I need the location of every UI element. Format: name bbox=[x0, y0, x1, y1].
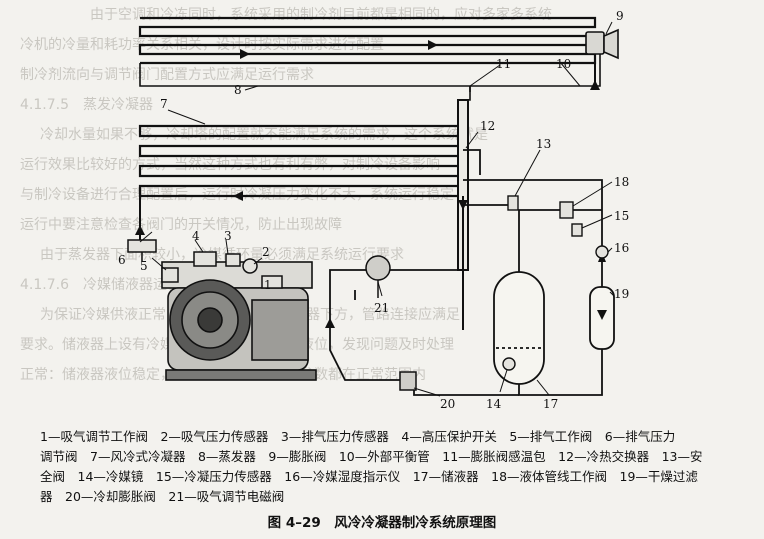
callout-15: 15 bbox=[614, 209, 629, 223]
callout-10: 10 bbox=[556, 57, 571, 71]
legend: 1—吸气调节工作阀 2—吸气压力传感器 3—排气压力传感器 4—高压保护开关 5… bbox=[40, 427, 752, 507]
callout-14: 14 bbox=[486, 397, 502, 411]
callout-4: 4 bbox=[192, 229, 200, 243]
suction-solenoid-valve bbox=[365, 255, 391, 298]
evaporator-flow-arrows bbox=[240, 40, 438, 59]
legend-row: 1—吸气调节工作阀 2—吸气压力传感器 3—排气压力传感器 4—高压保护开关 5… bbox=[40, 429, 676, 444]
expansion-valve-up-arrow bbox=[590, 80, 600, 90]
callout-21: 21 bbox=[374, 301, 389, 315]
background-text-line: 4.1.7.6 冷媒储液器运行 bbox=[20, 277, 181, 293]
callout-1: 1 bbox=[264, 278, 272, 292]
callout-11: 11 bbox=[496, 57, 511, 71]
callout-13: 13 bbox=[536, 137, 551, 151]
discharge-service-valve bbox=[161, 267, 179, 283]
callout-8: 8 bbox=[234, 83, 242, 97]
callout-18: 18 bbox=[614, 175, 629, 189]
legend-row: 调节阀 7—风冷式冷凝器 8—蒸发器 9—膨胀阀 10—外部平衡管 11—膨胀阀… bbox=[40, 449, 703, 464]
legend-row: 全阀 14—冷媒镜 15—冷凝压力传感器 16—冷媒湿度指示仪 17—储液器 1… bbox=[40, 469, 698, 484]
discharge-regulating-valve bbox=[127, 239, 157, 262]
condensing-pressure-sensor bbox=[571, 223, 583, 237]
callout-5: 5 bbox=[140, 259, 148, 273]
callout-16: 16 bbox=[614, 241, 629, 255]
liquid-line-service-valve bbox=[559, 201, 574, 219]
callout-2: 2 bbox=[262, 245, 270, 259]
air-cooled-condenser bbox=[138, 124, 464, 198]
callout-9: 9 bbox=[616, 9, 624, 23]
suction-pressure-sensor bbox=[242, 258, 258, 274]
background-text-line: 制冷剂流向与调节阀门配置方式应满足运行需求 bbox=[20, 67, 314, 83]
suction-line bbox=[329, 149, 481, 300]
callout-19: 19 bbox=[614, 287, 629, 301]
sight-glass bbox=[502, 357, 516, 371]
heat-exchanger bbox=[457, 99, 469, 330]
liquid-injection-arrow bbox=[325, 318, 335, 328]
background-text-line: 4.1.7.5 蒸发冷凝器 bbox=[20, 97, 153, 113]
callout-6: 6 bbox=[118, 253, 126, 267]
liquid-injection-pipe bbox=[329, 290, 400, 381]
balance-and-bulb-lines bbox=[139, 54, 601, 101]
compressor bbox=[161, 261, 317, 381]
discharge-pressure-sensor bbox=[225, 253, 241, 267]
moisture-indicator bbox=[595, 245, 609, 259]
legend-row: 器 20—冷却膨胀阀 21—吸气调节电磁阀 bbox=[40, 489, 285, 504]
liquid-receiver bbox=[493, 271, 545, 385]
callout-17: 17 bbox=[543, 397, 558, 411]
safety-valve bbox=[507, 195, 519, 211]
callout-3: 3 bbox=[224, 229, 232, 243]
callout-12: 12 bbox=[480, 119, 495, 133]
figure-caption: 图 4–29 风冷冷凝器制冷系统原理图 bbox=[267, 515, 497, 531]
leader-lines bbox=[139, 21, 615, 397]
condenser-flow-arrow bbox=[233, 191, 243, 201]
refrigeration-schematic: 1 2 3 4 5 6 7 8 9 10 11 12 13 14 15 16 1… bbox=[118, 9, 629, 411]
expansion-valve bbox=[585, 28, 619, 85]
condenser-inlet-arrow bbox=[135, 225, 145, 235]
suction-service-valve bbox=[261, 275, 283, 289]
background-text-line: 运行中要注意检查各阀门的开关情况，防止出现故障 bbox=[20, 217, 342, 233]
callout-7: 7 bbox=[160, 97, 168, 111]
liquid-line-arrow bbox=[597, 310, 607, 320]
evaporator bbox=[138, 16, 597, 65]
cooling-expansion-valve bbox=[399, 371, 417, 391]
high-pressure-switch bbox=[193, 251, 217, 267]
callout-20: 20 bbox=[440, 397, 455, 411]
